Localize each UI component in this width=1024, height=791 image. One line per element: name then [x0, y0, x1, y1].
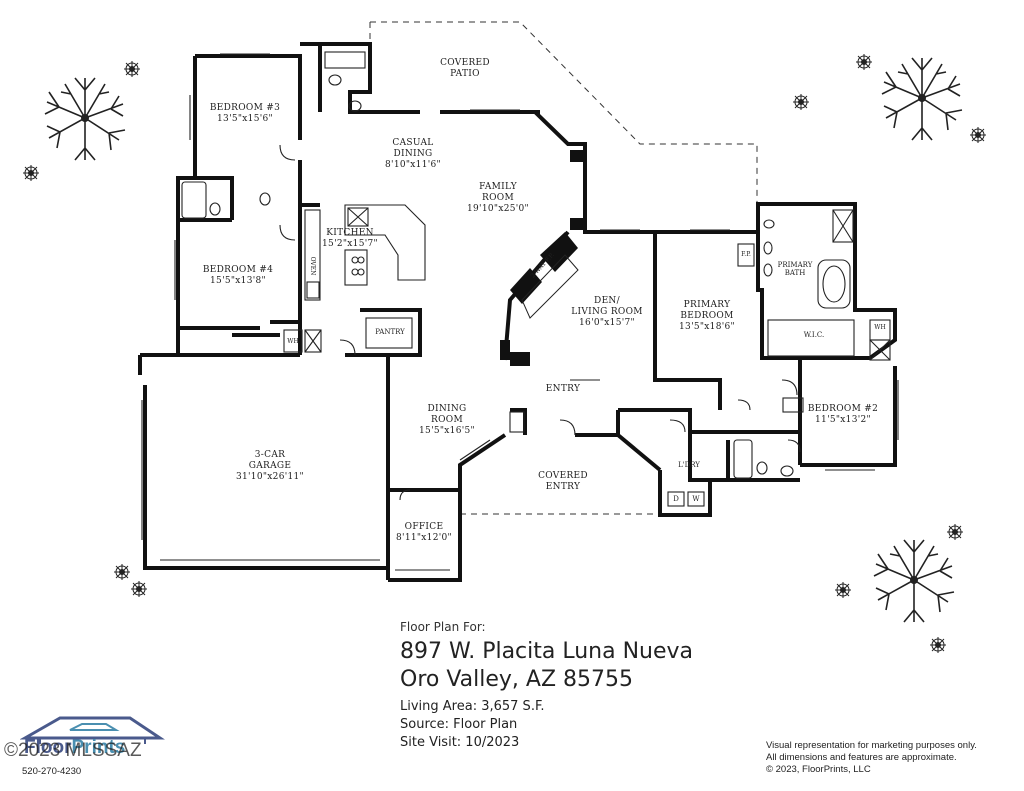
room-bedroom-2: Bedroom #2 11'5"x13'2"	[805, 404, 881, 426]
disclaimer-line-1: Visual representation for marketing purp…	[766, 740, 977, 751]
shrub-icon	[22, 164, 40, 182]
office-name: Office	[404, 522, 444, 532]
room-covered-patio: Covered Patio	[430, 58, 500, 80]
room-casual-dining: Casual Dining 8'10"x11'6"	[378, 138, 448, 171]
den-label-1: Den/	[594, 296, 620, 306]
shrub-icon	[130, 580, 148, 598]
primary-bedroom-label-2: Bedroom	[680, 311, 734, 321]
logo-text-prints: Prints	[71, 737, 126, 758]
bedroom-2-dims: 11'5"x13'2"	[815, 415, 871, 425]
den-dims: 16'0"x15'7"	[579, 318, 635, 328]
shrub-icon	[946, 523, 964, 541]
casual-dining-label-1: Casual	[392, 138, 434, 148]
room-wic: W.I.C.	[803, 331, 825, 339]
room-kitchen: Kitchen 15'2"x15'7"	[318, 228, 382, 250]
primary-bedroom-dims: 13'5"x18'6"	[679, 322, 735, 332]
address-line-2: Oro Valley, AZ 85755	[400, 667, 634, 692]
shrub-icon	[123, 60, 141, 78]
disclaimer: Visual representation for marketing purp…	[766, 740, 1016, 776]
logo-text-floor: Floor	[24, 737, 72, 758]
primary-bedroom-label-1: Primary	[683, 300, 731, 310]
room-office: Office 8'11"x12'0"	[390, 522, 458, 544]
room-family-room: Family Room 19'10"x25'0"	[460, 182, 536, 215]
shrub-icon	[834, 581, 852, 599]
address-line-1: 897 W. Placita Luna Nueva	[400, 639, 694, 664]
room-entry: Entry	[538, 384, 588, 395]
floorprints-logo-icon	[20, 716, 165, 744]
room-laundry: L'dry	[678, 461, 700, 469]
watermark: ©2023 MLSSAZ	[4, 740, 142, 761]
dining-room-dims: 15'5"x16'5"	[419, 426, 475, 436]
room-garage: 3-Car Garage 31'10"x26'11"	[227, 450, 313, 483]
property-info: Floor Plan For: 897 W. Placita Luna Nuev…	[400, 620, 693, 752]
logo-text: FloorPrints	[24, 737, 125, 759]
covered-patio-label-2: Patio	[450, 69, 480, 79]
primary-bath-label-2: Bath	[784, 269, 806, 277]
disclaimer-line-3: © 2023, FloorPrints, LLC	[766, 764, 871, 775]
phone-number: 520-270-4230	[22, 766, 82, 777]
water-heater-label-2: WH	[874, 324, 886, 331]
room-pantry: Pantry	[375, 328, 405, 336]
kitchen-dims: 15'2"x15'7"	[322, 239, 378, 249]
room-dining-room: Dining Room 15'5"x16'5"	[412, 404, 482, 437]
room-den: Den/ Living Room 16'0"x15'7"	[567, 296, 647, 329]
fireplace-hearth	[521, 254, 579, 319]
entry-name: Entry	[545, 384, 581, 394]
covered-patio-outline	[369, 21, 758, 204]
water-heater-label: WH	[287, 338, 299, 345]
dryer-label: D	[673, 495, 679, 503]
shrub-icon	[792, 93, 810, 111]
family-room-label-1: Family	[479, 182, 517, 192]
dining-room-label-2: Room	[431, 415, 463, 425]
tree-icon	[44, 77, 126, 161]
garage-dims: 31'10"x26'11"	[235, 472, 304, 482]
bedroom-2-name: Bedroom #2	[807, 404, 879, 414]
interior-details	[141, 51, 899, 571]
den-label-2: Living Room	[571, 307, 643, 317]
site-visit: Site Visit: 10/2023	[400, 735, 520, 750]
disclaimer-line-2: All dimensions and features are approxim…	[766, 752, 957, 763]
casual-dining-label-2: Dining	[393, 149, 433, 159]
oven-label: Oven	[309, 256, 316, 276]
bedroom-4-name: Bedroom #4	[202, 265, 274, 275]
washer-label: W	[692, 495, 700, 503]
exterior-walls	[138, 42, 897, 582]
casual-dining-dims: 8'10"x11'6"	[385, 160, 441, 170]
covered-entry-label-1: Covered	[538, 471, 588, 481]
office-dims: 8'11"x12'0"	[396, 533, 452, 543]
covered-entry-label-2: Entry	[545, 482, 581, 492]
fireplace-primary-label: F.P.	[741, 251, 751, 258]
bedroom-4-dims: 15'5"x13'8"	[210, 276, 266, 286]
room-bedroom-3: Bedroom #3 13'5"x15'6"	[205, 103, 285, 125]
tree-icon	[881, 57, 963, 141]
floor-plan-for-label: Floor Plan For:	[400, 620, 486, 634]
room-primary-bedroom: Primary Bedroom 13'5"x18'6"	[672, 300, 742, 333]
room-primary-bath: Primary Bath	[775, 261, 815, 277]
garage-label-2: Garage	[248, 461, 292, 471]
room-covered-entry: Covered Entry	[528, 471, 598, 493]
garage-label-1: 3-Car	[254, 450, 286, 460]
room-bedroom-4: Bedroom #4 15'5"x13'8"	[198, 265, 278, 287]
shrub-icon	[855, 53, 873, 71]
bedroom-3-name: Bedroom #3	[209, 103, 281, 113]
bedroom-3-dims: 13'5"x15'6"	[217, 114, 273, 124]
kitchen-name: Kitchen	[326, 228, 374, 238]
primary-bath-label-1: Primary	[777, 261, 813, 269]
family-room-label-2: Room	[482, 193, 514, 203]
covered-patio-label-1: Covered	[440, 58, 490, 68]
living-area: Living Area: 3,657 S.F.	[400, 699, 545, 714]
source: Source: Floor Plan	[400, 717, 518, 732]
dining-room-label-1: Dining	[427, 404, 467, 414]
family-room-dims: 19'10"x25'0"	[467, 204, 529, 214]
fireplace-blocks	[500, 150, 584, 366]
tree-icon	[873, 539, 955, 623]
shrub-icon	[113, 563, 131, 581]
shrub-icon	[929, 636, 947, 654]
shrub-icon	[969, 126, 987, 144]
